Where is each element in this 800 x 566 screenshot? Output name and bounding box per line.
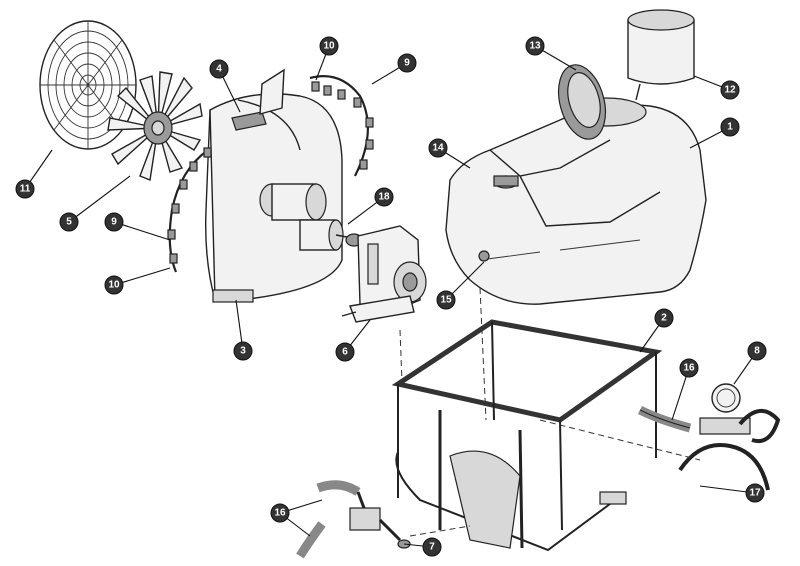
pressure-regulator xyxy=(678,383,781,491)
hose-left xyxy=(296,480,361,559)
svg-text:1: 1 xyxy=(727,122,733,133)
callout-12: 12 xyxy=(720,80,740,100)
callout-13: 13 xyxy=(525,36,545,56)
fan-guard-grille xyxy=(39,20,137,150)
assembly-dashed-lines xyxy=(399,287,701,537)
strainer-basket xyxy=(627,9,695,101)
callout-18: 18 xyxy=(374,187,394,207)
callout-9-upper: 9 xyxy=(397,53,417,73)
svg-text:12: 12 xyxy=(724,85,736,96)
tank-lid xyxy=(557,64,607,140)
svg-text:16: 16 xyxy=(274,508,286,519)
callout-5: 5 xyxy=(59,212,79,232)
svg-text:9: 9 xyxy=(404,58,410,69)
callout-3: 3 xyxy=(233,341,253,361)
svg-text:10: 10 xyxy=(323,41,335,52)
svg-text:4: 4 xyxy=(216,64,222,75)
fan-blade xyxy=(107,71,203,181)
callout-4: 4 xyxy=(209,59,229,79)
svg-text:2: 2 xyxy=(661,313,667,324)
svg-text:6: 6 xyxy=(342,347,348,358)
callout-14: 14 xyxy=(428,138,448,158)
svg-text:17: 17 xyxy=(749,488,761,499)
svg-text:13: 13 xyxy=(529,41,541,52)
callout-6: 6 xyxy=(335,342,355,362)
svg-text:9: 9 xyxy=(111,217,117,228)
nozzle-manifold-lower xyxy=(167,147,212,273)
svg-text:7: 7 xyxy=(429,542,435,553)
svg-text:18: 18 xyxy=(378,192,390,203)
callout-8: 8 xyxy=(747,341,767,361)
svg-text:15: 15 xyxy=(440,295,452,306)
svg-text:14: 14 xyxy=(432,143,444,154)
svg-text:11: 11 xyxy=(20,184,31,195)
callout-17: 17 xyxy=(745,483,765,503)
callout-9-lower: 9 xyxy=(104,212,124,232)
callout-10-upper: 10 xyxy=(319,36,339,56)
callout-1: 1 xyxy=(720,117,740,137)
callout-7: 7 xyxy=(422,537,442,557)
svg-text:5: 5 xyxy=(66,217,72,228)
suction-fitting xyxy=(349,491,411,549)
svg-text:16: 16 xyxy=(683,363,695,374)
callout-16-left: 16 xyxy=(270,503,290,523)
nozzle-manifold-upper xyxy=(309,75,374,177)
tank xyxy=(445,97,707,305)
callout-16-right: 16 xyxy=(679,358,699,378)
callout-15: 15 xyxy=(436,290,456,310)
hose-right xyxy=(637,405,692,433)
svg-text:3: 3 xyxy=(240,346,246,357)
callout-2: 2 xyxy=(654,308,674,328)
callout-10-lower: 10 xyxy=(104,275,124,295)
svg-text:8: 8 xyxy=(754,346,760,357)
svg-text:10: 10 xyxy=(108,280,120,291)
callout-11: 11 xyxy=(15,179,35,199)
pump xyxy=(341,225,427,323)
frame xyxy=(391,319,663,552)
